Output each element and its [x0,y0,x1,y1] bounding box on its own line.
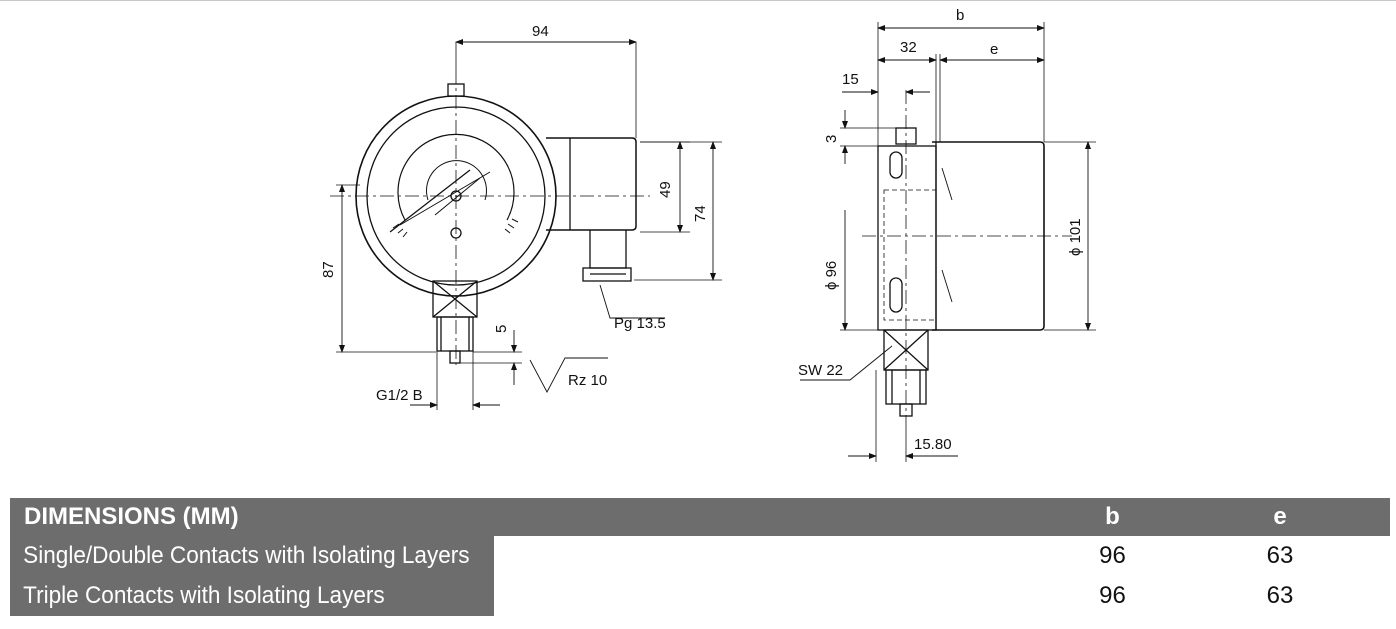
table-row: Triple Contacts with Isolating Layers 96… [10,576,1390,616]
header-b: b [1055,498,1170,536]
top-border-line [0,0,1396,1]
label-sw: SW 22 [798,362,843,379]
side-view [800,22,1096,462]
dim-74: 74 [692,205,709,222]
row-b-value: 96 [1055,536,1170,576]
dim-15-80: 15.80 [914,436,952,453]
table-row: Single/Double Contacts with Isolating La… [10,536,1390,576]
row-e-value: 63 [1170,536,1390,576]
header-e: e [1170,498,1390,536]
dim-e: e [990,41,998,58]
dim-87: 87 [320,261,337,278]
dim-15: 15 [842,71,859,88]
dim-dia-101: ϕ 101 [1067,218,1084,256]
row-label: Triple Contacts with Isolating Layers [10,576,495,616]
dim-b: b [956,7,964,24]
label-thread: G1/2 B [376,387,423,404]
dim-3: 3 [823,135,840,143]
dim-dia-96: ϕ 96 [823,261,840,290]
dim-49: 49 [657,181,674,198]
header-dimensions: DIMENSIONS (MM) [10,498,525,536]
label-rz: Rz 10 [568,372,607,389]
table-header-row: DIMENSIONS (MM) b e [10,498,1390,536]
row-label: Single/Double Contacts with Isolating La… [10,536,495,576]
row-e-value: 63 [1170,576,1390,616]
label-pg: Pg 13.5 [614,315,666,332]
front-view [330,39,722,410]
dim-94: 94 [532,23,549,40]
dimensions-table: DIMENSIONS (MM) b e Single/Double Contac… [10,498,1390,616]
dim-32: 32 [900,39,917,56]
contact-housing [546,137,637,231]
dim-5: 5 [493,325,510,333]
technical-drawing: 94 49 74 87 5 Pg 13.5 Rz 10 G1/2 B [320,7,1096,462]
row-b-value: 96 [1055,576,1170,616]
